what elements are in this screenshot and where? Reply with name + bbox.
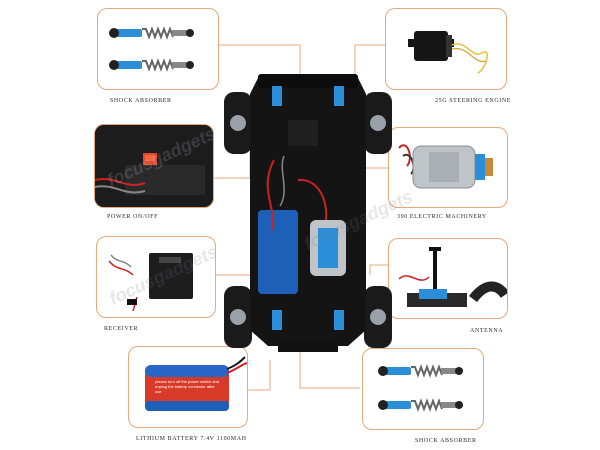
power-switch-panel: focusgadgets: [94, 124, 214, 208]
rc-car-chassis: [224, 74, 392, 352]
shock-absorber-bottom-panel: [362, 348, 484, 430]
antenna-panel: [388, 238, 508, 319]
power-switch-icon: [95, 125, 213, 207]
steering-engine-label: 25G STEERING ENGINE: [435, 98, 512, 104]
battery-icon: [145, 356, 247, 411]
receiver-label: RECEIVER: [104, 326, 139, 332]
shock-absorber-bottom-label: SHOCK ABSORBER: [415, 438, 477, 444]
power-switch-label: POWER ON/OFF: [107, 214, 159, 220]
shock-absorber-icon: [109, 26, 194, 72]
motor-panel: [388, 127, 508, 208]
antenna-label: ANTENNA: [470, 328, 504, 334]
receiver-icon: [108, 253, 193, 312]
antenna-icon: [398, 247, 507, 307]
motor-label: 390 ELECTRIC MACHINERY: [397, 214, 487, 220]
battery-panel: please turn off the power switch and unp…: [128, 346, 248, 428]
servo-icon: [408, 31, 489, 74]
battery-warning-text: please turn off the power switch and unp…: [155, 379, 219, 394]
shock-absorber-top-label: SHOCK ABSORBER: [110, 98, 172, 104]
battery-label: LITHIUM BATTERY 7.4V 1100MAH: [136, 436, 247, 442]
motor-icon: [398, 144, 493, 189]
receiver-panel: focusgadgets: [96, 236, 216, 318]
steering-engine-panel: [385, 8, 507, 90]
shock-absorber-top-panel: [97, 8, 219, 90]
shock-absorber-icon: [378, 364, 463, 412]
